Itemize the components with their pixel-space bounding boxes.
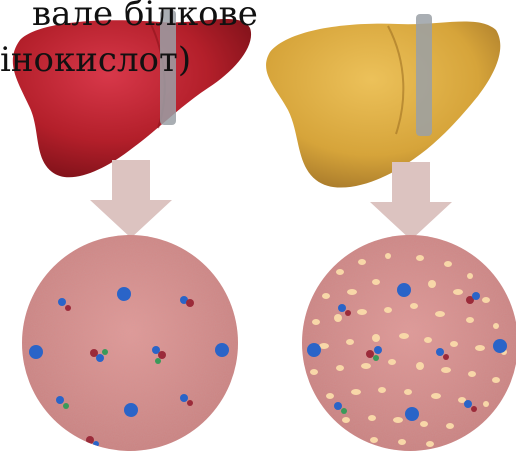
fatty-liver	[266, 14, 500, 188]
fatty-tissue-circle	[302, 235, 516, 451]
healthy-liver	[13, 10, 251, 177]
healthy-tissue-circle	[22, 235, 238, 451]
caption-line-2-text: інокислот)	[0, 40, 191, 80]
caption-line-2: інокислот)	[0, 40, 252, 80]
down-arrow-left	[90, 160, 172, 238]
caption-line-1: вале білкове	[32, 0, 292, 34]
